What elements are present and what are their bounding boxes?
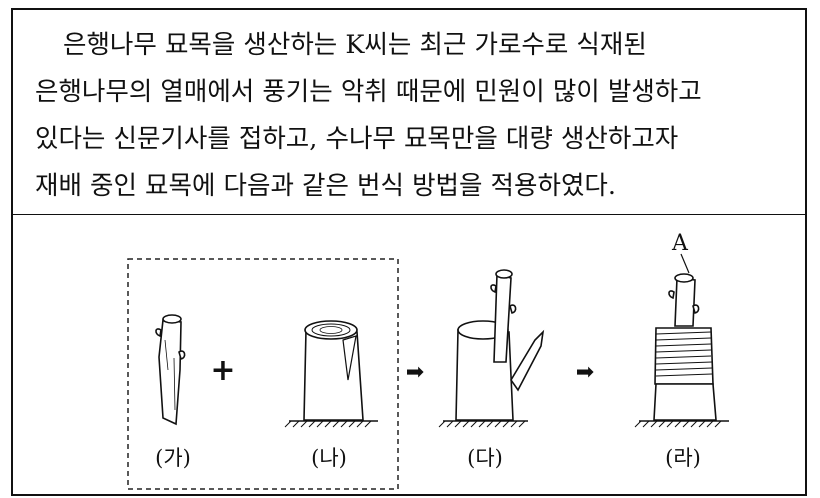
- wrapped-graft-illustration: [634, 253, 729, 428]
- label-a-pointer: [680, 253, 690, 274]
- grafting-figure: + ➡ ➡: [127, 231, 729, 490]
- section-divider: [13, 214, 805, 215]
- caption-da: (다): [467, 446, 503, 470]
- plus-icon: +: [210, 353, 235, 388]
- grafted-illustration: [438, 269, 545, 428]
- arrow-right-icon: ➡: [576, 360, 594, 385]
- caption-na: (나): [311, 446, 347, 470]
- scion-illustration: [155, 314, 186, 426]
- rootstock-illustration: [284, 320, 378, 428]
- arrow-right-icon: ➡: [406, 360, 424, 385]
- caption-ra: (라): [665, 446, 701, 470]
- passage-text: 은행나무 묘목을 생산하는 K씨는 최근 가로수로 식재된 은행나무의 열매에서…: [35, 22, 795, 210]
- label-a: A: [671, 231, 689, 256]
- passage-line-4: 재배 중인 묘목에 다음과 같은 번식 방법을 적용하였다.: [35, 171, 616, 201]
- caption-ga: (가): [155, 446, 191, 470]
- passage-line-1: 은행나무 묘목을 생산하는 K씨는 최근 가로수로 식재된: [63, 30, 647, 60]
- question-box: 은행나무 묘목을 생산하는 K씨는 최근 가로수로 식재된 은행나무의 열매에서…: [11, 8, 807, 496]
- dashed-group-box: [127, 258, 399, 490]
- passage-line-2: 은행나무의 열매에서 풍기는 악취 때문에 민원이 많이 발생하고: [35, 77, 702, 107]
- passage-line-3: 있다는 신문기사를 접하고, 수나무 묘목만을 대량 생산하고자: [35, 124, 679, 154]
